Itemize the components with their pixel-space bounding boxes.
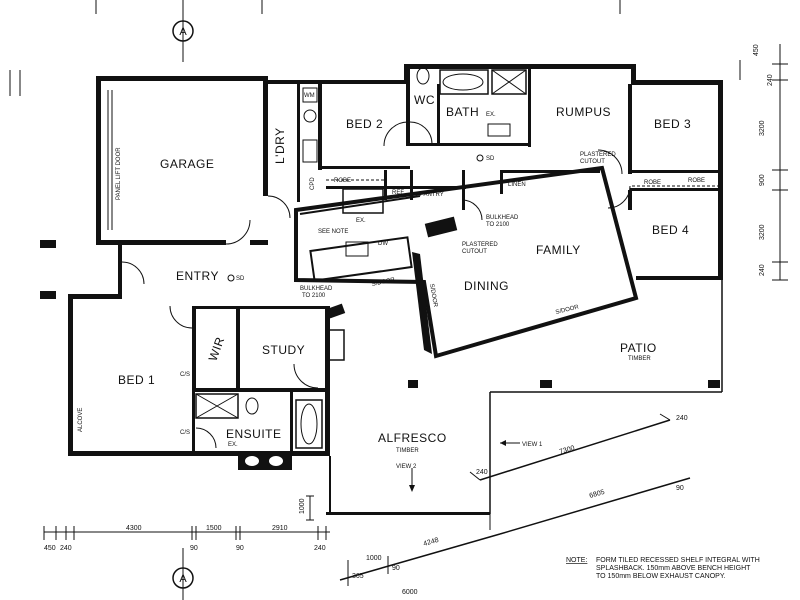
label-ref: REF [392,190,404,196]
note-heading: NOTE: [566,557,587,564]
interior-walls [40,69,720,452]
room-wir: WIR [206,335,228,363]
room-laundry: L'DRY [273,127,287,164]
note-line-1: FORM TILED RECESSED SHELF INTEGRAL WITH [596,557,760,564]
note-line-3: TO 150mm BELOW EXHAUST CANOPY. [596,573,726,580]
dimension-labels: 450 240 4300 90 1500 90 2910 240 365 100… [44,44,774,596]
room-labels: GARAGE L'DRY BED 2 WC BATH EX. RUMPUS BE… [118,93,691,454]
room-ensuite: ENSUITE [226,427,282,441]
label-sd-hall: SD [486,156,495,162]
dim-right-0: 450 [753,44,760,56]
dim-bottom-5: 90 [236,545,244,552]
dim-lower-2: 90 [392,565,400,572]
room-bed2: BED 2 [346,117,383,131]
plan-note: NOTE: FORM TILED RECESSED SHELF INTEGRAL… [566,557,760,580]
room-bed3: BED 3 [654,117,691,131]
dim-right-4: 3200 [759,224,766,240]
label-linen: LINEN [508,182,526,188]
dim-bottom-2: 4300 [126,525,142,532]
smoke-detector-hall-icon [476,154,484,162]
label-robe-bed2: ROBE [334,178,351,184]
dim-lower-0: 365 [352,573,364,580]
dim-right-5: 240 [759,264,766,276]
room-entry: ENTRY [176,269,219,283]
room-wc: WC [414,93,435,107]
room-garage: GARAGE [160,157,214,171]
room-patio-sub: TIMBER [628,356,651,362]
dim-bottom-7: 240 [314,545,326,552]
label-cs-2: C/S [180,430,190,436]
label-robe-bed3b: ROBE [688,178,705,184]
room-family: FAMILY [536,243,581,257]
room-bed1: BED 1 [118,373,155,387]
room-alfresco: ALFRESCO [378,431,447,445]
fixture-labels: PANEL LIFT DOOR CPD ROBE REF PANTRY LINE… [78,93,705,470]
dim-lower-1: 1000 [366,555,382,562]
label-sd-door-3: S/DOOR [555,304,580,316]
room-ensuite-suffix: EX. [228,442,238,448]
label-view-1: VIEW 1 [522,442,543,448]
dimension-lines [9,0,788,586]
room-bed4: BED 4 [652,223,689,237]
label-cs-1: C/S [180,372,190,378]
room-dining: DINING [464,279,509,293]
section-marker-top-label: A [179,26,187,38]
smoke-detector-entry-icon [227,274,235,282]
section-marker-top: A [172,0,194,62]
family-dining-walls [294,165,639,359]
fixtures [107,67,720,470]
dim-bottom-0: 450 [44,545,56,552]
room-patio: PATIO [620,341,657,355]
label-alcove: ALCOVE [78,408,84,432]
label-sd-door-2: S/DOOR [428,283,438,308]
room-study: STUDY [262,343,305,357]
label-panel-lift-door: PANEL LIFT DOOR [116,147,122,200]
dim-bottom-6: 2910 [272,525,288,532]
label-bulkhead-a2: TO 2100 [302,293,326,299]
door-swings [121,121,631,449]
dim-bottom-3: 90 [190,545,198,552]
dim-alfresco-4: 90 [676,485,684,492]
label-see-note: SEE NOTE [318,229,348,235]
label-plastered-cutout-a2: CUTOUT [580,159,605,165]
dim-alfresco-1: 7300 [559,445,576,456]
room-alfresco-sub: TIMBER [396,448,419,454]
label-bulkhead-b: BULKHEAD [486,215,519,221]
section-marker-bottom: A [172,548,194,600]
label-ex: EX. [356,218,366,224]
dim-alfresco-2: 240 [676,415,688,422]
label-pantry: PANTRY [420,192,444,198]
label-dw: DW [378,241,388,247]
dim-right-3: 900 [759,174,766,186]
section-marker-bottom-label: A [179,573,187,585]
dim-left-1000: 1000 [299,498,306,514]
dim-alfresco-3: 6805 [589,489,606,500]
room-rumpus: RUMPUS [556,105,611,119]
exterior-walls [68,64,723,515]
dim-right-1: 240 [767,74,774,86]
label-plastered-cutout-b: PLASTERED [462,242,498,248]
label-sd-door-1: S/DOOR [371,277,396,288]
dim-bottom-4: 1500 [206,525,222,532]
dim-lower-3: 4248 [423,537,440,548]
outdoor-areas [329,280,723,581]
dim-lower-4: 6000 [402,589,418,596]
dim-right-2: 3200 [759,120,766,136]
room-bath-suffix: EX. [486,112,496,118]
label-bulkhead-b2: TO 2100 [486,222,510,228]
label-view-2: VIEW 2 [396,464,417,470]
label-robe-bed3: ROBE [644,180,661,186]
label-sd-entry: SD [236,276,245,282]
note-line-2: SPLASHBACK. 150mm ABOVE BENCH HEIGHT [596,565,751,572]
label-cpd: CPD [310,177,316,190]
dim-alfresco-0: 240 [476,469,488,476]
dim-bottom-1: 240 [60,545,72,552]
label-plastered-cutout-b2: CUTOUT [462,249,487,255]
room-bath: BATH [446,105,479,119]
label-plastered-cutout-a: PLASTERED [580,152,616,158]
label-wm: WM [304,93,315,99]
label-bulkhead-a: BULKHEAD [300,286,333,292]
